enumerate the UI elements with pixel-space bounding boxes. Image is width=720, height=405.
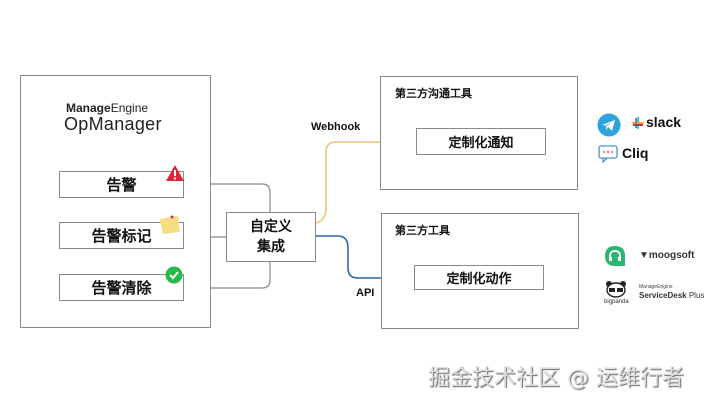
api-label: API: [356, 287, 375, 299]
webhook-label: Webhook: [311, 121, 361, 133]
custom-action-label: 定制化动作: [446, 272, 512, 287]
custom-action-box[interactable]: 定制化动作: [414, 265, 544, 290]
watermark: 掘金技术社区 @ 运维行者: [428, 366, 684, 391]
slack-icon: [632, 117, 644, 129]
alert-clear-box[interactable]: 告警清除: [59, 274, 184, 301]
connector-alert-clear: [184, 256, 274, 292]
cliq-logo: Cliq: [622, 145, 649, 161]
bigpanda-icon: [606, 281, 626, 298]
telegram-icon: [597, 113, 621, 137]
slack-logo: slack: [646, 114, 682, 130]
sdp-vendor: ManageEngine: [639, 284, 673, 290]
vendor-logo: ManageEngine: [66, 101, 149, 115]
custom-integration-box[interactable]: 自定义集成: [226, 212, 316, 262]
integration-line2: 集成: [257, 239, 285, 255]
bigpanda-logo: bigpanda: [604, 299, 629, 305]
connector-webhook: [315, 137, 416, 224]
cliq-icon: [598, 145, 618, 163]
alert-label: 告警: [106, 176, 137, 194]
servicedesk-logo: ServiceDesk Plus: [639, 291, 705, 300]
tools-title: 第三方工具: [395, 224, 450, 237]
check-circle-icon: [165, 266, 183, 284]
alert-clear-label: 告警清除: [91, 279, 152, 297]
custom-notify-box[interactable]: 定制化通知: [416, 128, 546, 155]
alert-mark-label: 告警标记: [91, 227, 152, 245]
hangouts-icon: [605, 246, 625, 266]
integration-line1: 自定义: [250, 219, 292, 235]
comm-tools-title: 第三方沟通工具: [395, 87, 472, 100]
alert-box[interactable]: 告警: [59, 171, 184, 198]
connector-api: [308, 231, 416, 283]
warning-icon: [166, 165, 184, 181]
moogsoft-logo: ▼moogsoft: [639, 250, 695, 261]
sticky-note-icon: [160, 215, 180, 234]
product-name: OpManager: [64, 114, 162, 134]
connector-alert: [184, 180, 274, 218]
custom-notify-label: 定制化通知: [448, 136, 514, 151]
moogsoft-icon: ▼: [639, 250, 649, 261]
